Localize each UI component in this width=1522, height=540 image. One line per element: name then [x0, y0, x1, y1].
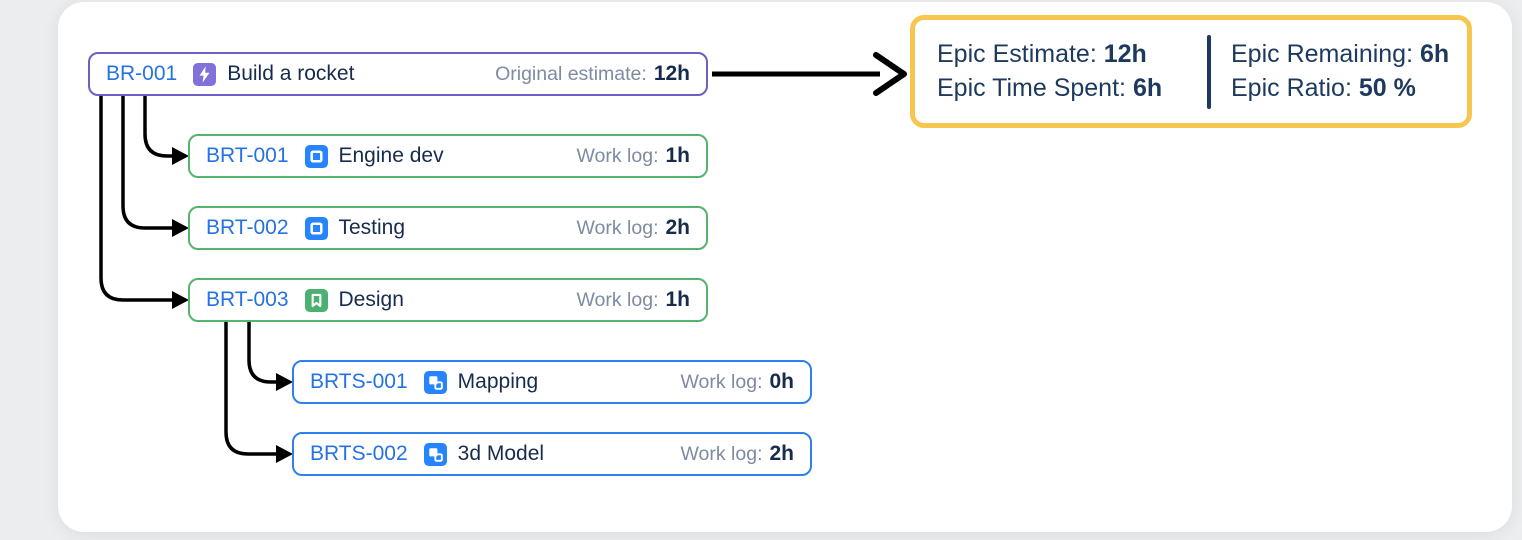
- story-card: BRT-003 Design Work log: 1h: [188, 278, 708, 322]
- issue-title: Engine dev: [338, 144, 444, 167]
- estimate-label: Original estimate:: [495, 62, 647, 85]
- subtask-card: BRTS-001 Mapping Work log: 0h: [292, 360, 812, 404]
- work-log-label: Work log:: [680, 442, 763, 465]
- summary-divider: [1207, 34, 1211, 109]
- issue-title: Mapping: [457, 370, 539, 393]
- task-icon: [304, 216, 328, 240]
- work-log-value: 2h: [769, 442, 794, 465]
- epic-estimate-stat: Epic Estimate: 12h: [937, 40, 1205, 69]
- issue-key-link[interactable]: BRT-001: [206, 144, 289, 167]
- work-log-label: Work log:: [576, 144, 659, 167]
- issue-title: Build a rocket: [227, 62, 355, 85]
- task-icon: [304, 144, 328, 168]
- issue-key-link[interactable]: BRTS-001: [310, 370, 408, 393]
- stat-label: Epic Remaining:: [1231, 40, 1414, 68]
- issue-title: Testing: [338, 216, 406, 239]
- stat-label: Epic Estimate:: [937, 40, 1097, 68]
- stat-value: 6h: [1419, 40, 1450, 68]
- issue-key-link[interactable]: BRT-003: [206, 288, 289, 311]
- epic-time-spent-stat: Epic Time Spent: 6h: [937, 74, 1205, 103]
- issue-title: 3d Model: [457, 442, 545, 465]
- subtask-icon: [423, 370, 447, 394]
- summary-left-column: Epic Estimate: 12h Epic Time Spent: 6h: [937, 40, 1205, 103]
- story-icon: [304, 288, 328, 312]
- task-card: BRT-002 Testing Work log: 2h: [188, 206, 708, 250]
- stat-label: Epic Ratio:: [1231, 74, 1352, 102]
- work-log-label: Work log:: [680, 370, 763, 393]
- work-log-value: 1h: [665, 288, 690, 311]
- issue-title: Design: [338, 288, 404, 311]
- estimate-value: 12h: [653, 62, 690, 85]
- epic-lightning-icon: [193, 62, 217, 86]
- epic-remaining-stat: Epic Remaining: 6h: [1231, 40, 1449, 69]
- subtask-icon: [423, 442, 447, 466]
- summary-right-column: Epic Remaining: 6h Epic Ratio: 50 %: [1231, 40, 1449, 103]
- stat-label: Epic Time Spent:: [937, 74, 1126, 102]
- stat-value: 6h: [1132, 74, 1163, 102]
- work-log-label: Work log:: [576, 216, 659, 239]
- task-card: BRT-001 Engine dev Work log: 1h: [188, 134, 708, 178]
- work-log-value: 2h: [665, 216, 690, 239]
- epic-summary-panel: Epic Estimate: 12h Epic Time Spent: 6h E…: [910, 15, 1472, 128]
- issue-key-link[interactable]: BRT-002: [206, 216, 289, 239]
- issue-key-link[interactable]: BR-001: [106, 62, 178, 85]
- work-log-label: Work log:: [576, 288, 659, 311]
- work-log-value: 1h: [665, 144, 690, 167]
- epic-ratio-stat: Epic Ratio: 50 %: [1231, 74, 1449, 103]
- stat-value: 12h: [1103, 40, 1147, 68]
- subtask-card: BRTS-002 3d Model Work log: 2h: [292, 432, 812, 476]
- work-log-value: 0h: [769, 370, 794, 393]
- stat-value: 50 %: [1358, 74, 1416, 102]
- issue-key-link[interactable]: BRTS-002: [310, 442, 408, 465]
- epic-card: BR-001 Build a rocket Original estimate:…: [88, 52, 708, 96]
